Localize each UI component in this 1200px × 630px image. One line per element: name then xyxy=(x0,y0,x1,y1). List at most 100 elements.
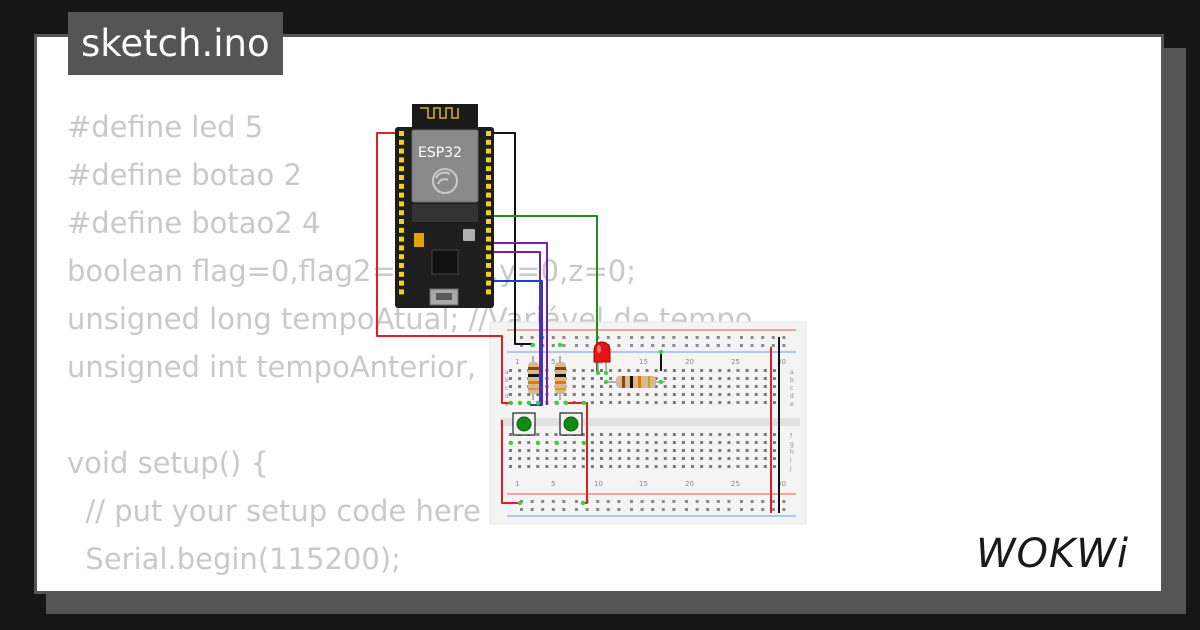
breadboard-hole xyxy=(651,336,655,339)
esp32-pin xyxy=(399,175,404,180)
esp32-pin xyxy=(486,254,491,260)
esp32-pin xyxy=(486,236,491,242)
breadboard-hole xyxy=(645,369,649,372)
breadboard-hole xyxy=(527,393,531,396)
breadboard-hole xyxy=(709,401,713,404)
breadboard-hole xyxy=(551,508,555,511)
breadboard-hole xyxy=(627,457,631,460)
esp32-capacitor xyxy=(414,233,424,247)
breadboard-hole xyxy=(562,500,566,503)
breadboard-hole xyxy=(782,336,786,339)
row-letter: b xyxy=(790,377,794,384)
breadboard-hole xyxy=(706,344,710,347)
breadboard-hole xyxy=(736,449,740,452)
breadboard-hole xyxy=(672,500,676,503)
breadboard-hole xyxy=(572,369,576,372)
breadboard-hole xyxy=(581,377,585,380)
breadboard-hole xyxy=(627,441,631,444)
breadboard-hole xyxy=(572,393,576,396)
file-tab[interactable]: sketch.ino xyxy=(68,12,283,75)
breadboard-hole xyxy=(600,385,603,388)
breadboard-hole xyxy=(718,369,722,372)
breadboard-hole xyxy=(772,465,776,468)
breadboard-hole xyxy=(691,401,694,404)
breadboard-hole xyxy=(745,457,749,460)
esp32-pin xyxy=(399,271,404,277)
breadboard-hole xyxy=(727,433,731,436)
breadboard-hole xyxy=(609,449,613,452)
breadboard-hole xyxy=(727,441,731,444)
breadboard-hole xyxy=(618,393,622,396)
breadboard-hole xyxy=(771,336,775,339)
row-letter: a xyxy=(505,369,509,376)
breadboard-hole xyxy=(645,457,649,460)
breadboard-hole xyxy=(754,433,758,436)
breadboard-hole xyxy=(663,441,667,444)
breadboard-hole xyxy=(709,385,713,388)
breadboard-hole xyxy=(590,441,594,444)
breadboard-hole xyxy=(618,457,622,460)
breadboard-hole xyxy=(562,508,566,511)
breadboard-hole xyxy=(681,457,685,460)
column-number: 20 xyxy=(685,480,694,488)
breadboard-hole xyxy=(761,508,765,511)
breadboard-hole xyxy=(700,441,704,444)
breadboard-hole xyxy=(630,500,633,503)
breadboard-hole xyxy=(572,385,576,388)
breadboard-hole xyxy=(545,449,549,452)
breadboard-hole xyxy=(645,441,649,444)
breadboard-hole xyxy=(718,433,722,436)
breadboard-hole xyxy=(727,457,731,460)
breadboard-hole xyxy=(706,508,710,511)
breadboard-hole xyxy=(672,385,676,388)
breadboard-hole xyxy=(509,393,512,396)
push-button-icon xyxy=(512,412,536,436)
breadboard-hole xyxy=(654,401,658,404)
breadboard-hole xyxy=(617,500,621,503)
row-letter: d xyxy=(505,393,509,400)
esp32-pin xyxy=(486,148,491,154)
breadboard-hole xyxy=(518,385,522,388)
wire-blue-button xyxy=(494,280,543,406)
breadboard-hole xyxy=(681,449,685,452)
breadboard-hole xyxy=(600,369,603,372)
breadboard-hole xyxy=(590,385,594,388)
breadboard-hole xyxy=(563,457,567,460)
breadboard-hole xyxy=(681,369,685,372)
breadboard-hole xyxy=(754,465,758,468)
breadboard-hole xyxy=(654,457,658,460)
breadboard-hole xyxy=(536,393,540,396)
breadboard-hole xyxy=(663,465,667,468)
breadboard-hole xyxy=(691,369,694,372)
breadboard-hole xyxy=(627,465,631,468)
push-button-icon xyxy=(559,412,583,436)
breadboard-hole xyxy=(672,401,676,404)
breadboard-hole xyxy=(663,369,667,372)
column-number: 5 xyxy=(551,480,555,488)
breadboard-hole xyxy=(609,457,613,460)
row-letter: i xyxy=(790,457,792,464)
breadboard-hole xyxy=(672,508,676,511)
breadboard-hole xyxy=(681,441,685,444)
breadboard-hole xyxy=(600,377,603,380)
breadboard-hole xyxy=(636,449,640,452)
connection-dots xyxy=(508,342,664,506)
code-line: // put your setup code here xyxy=(67,494,481,528)
breadboard-hole xyxy=(575,508,578,511)
breadboard-hole xyxy=(617,508,621,511)
breadboard-hole xyxy=(727,393,731,396)
breadboard-hole xyxy=(645,393,649,396)
code-line: Serial.begin(115200); xyxy=(67,542,401,576)
column-number: 25 xyxy=(731,358,740,366)
esp32-pin xyxy=(486,192,491,198)
breadboard-hole xyxy=(518,369,522,372)
breadboard-hole xyxy=(763,449,767,452)
column-number: 1 xyxy=(515,358,519,366)
esp32-pin xyxy=(399,219,404,224)
breadboard-hole xyxy=(572,449,576,452)
breadboard-hole xyxy=(554,393,558,396)
espressif-logo-icon xyxy=(432,168,458,194)
breadboard-hole xyxy=(691,377,694,380)
breadboard: 1 5 10 15 20 25 30 1 5 10 15 20 25 30 a … xyxy=(489,321,807,525)
esp32-button xyxy=(463,229,475,241)
